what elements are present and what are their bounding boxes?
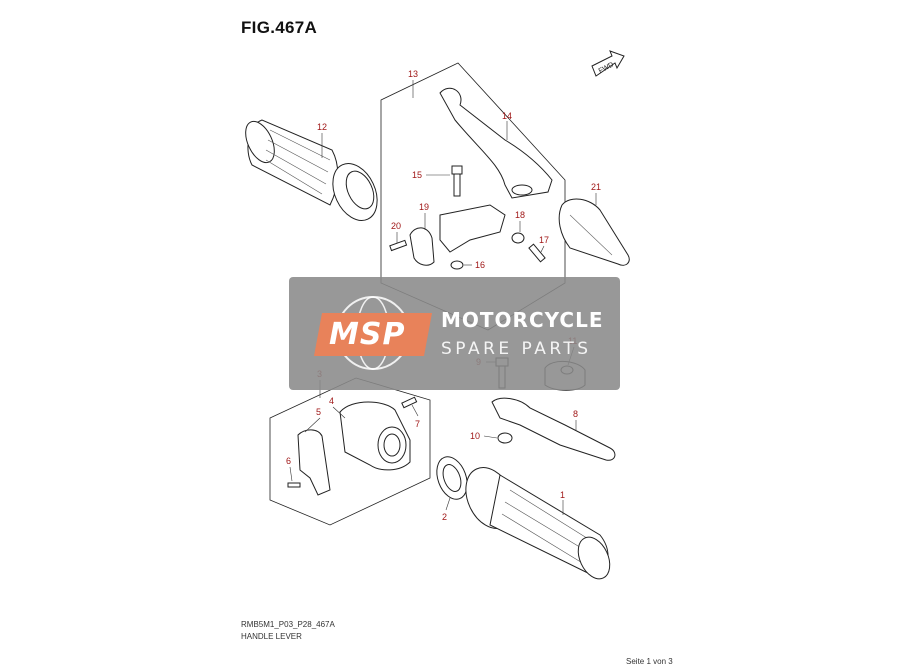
clutch-lever-part (439, 87, 553, 199)
callout-5: 5 (316, 407, 321, 417)
callout-7: 7 (415, 419, 420, 429)
callout-18: 18 (515, 210, 525, 220)
callout-20: 20 (391, 221, 401, 231)
figure-name: HANDLE LEVER (241, 632, 302, 641)
adjuster-bolt-17-part (528, 243, 546, 263)
callout-4: 4 (329, 396, 334, 406)
callout-1: 1 (560, 490, 565, 500)
throttle-pulley-part (436, 456, 468, 500)
callout-6: 6 (286, 456, 291, 466)
figure-title: FIG.467A (241, 18, 318, 37)
watermark-logo-text: MSP (329, 317, 406, 352)
lever-holder-part (409, 204, 506, 266)
screw-7-part (401, 396, 418, 409)
screw-6-part (287, 482, 301, 488)
callout-10: 10 (470, 431, 480, 441)
nut-16-part (450, 260, 464, 270)
watermark (289, 277, 620, 390)
watermark-logo-badge (314, 313, 432, 356)
fwd-direction-arrow: FWD (591, 50, 625, 77)
callout-14: 14 (502, 111, 512, 121)
pivot-10-part (497, 432, 513, 444)
callout-2: 2 (442, 512, 447, 522)
callout-8: 8 (573, 409, 578, 419)
switch-housing-part (339, 401, 411, 471)
bolt-15-part (451, 165, 463, 197)
collar-18-part (511, 232, 525, 244)
screw-20-part (389, 239, 408, 252)
watermark-subtitle: SPARE PARTS (441, 339, 592, 359)
callout-16: 16 (475, 260, 485, 270)
watermark-brand: MOTORCYCLE (441, 308, 604, 332)
brake-lever-part (491, 397, 616, 461)
callout-19: 19 (419, 202, 429, 212)
callout-12: 12 (317, 122, 327, 132)
callout-13: 13 (408, 69, 418, 79)
callout-17: 17 (539, 235, 549, 245)
right-grip-part (465, 467, 611, 580)
callout-15: 15 (412, 170, 422, 180)
page-indicator: Seite 1 von 3 (626, 657, 673, 666)
figure-code: RMB5M1_P03_P28_467A (241, 620, 335, 629)
watermark-panel (289, 277, 620, 390)
lever-cover-part (558, 198, 630, 266)
housing-insert-part (297, 429, 331, 496)
callout-21: 21 (591, 182, 601, 192)
left-grip-part (245, 119, 378, 221)
